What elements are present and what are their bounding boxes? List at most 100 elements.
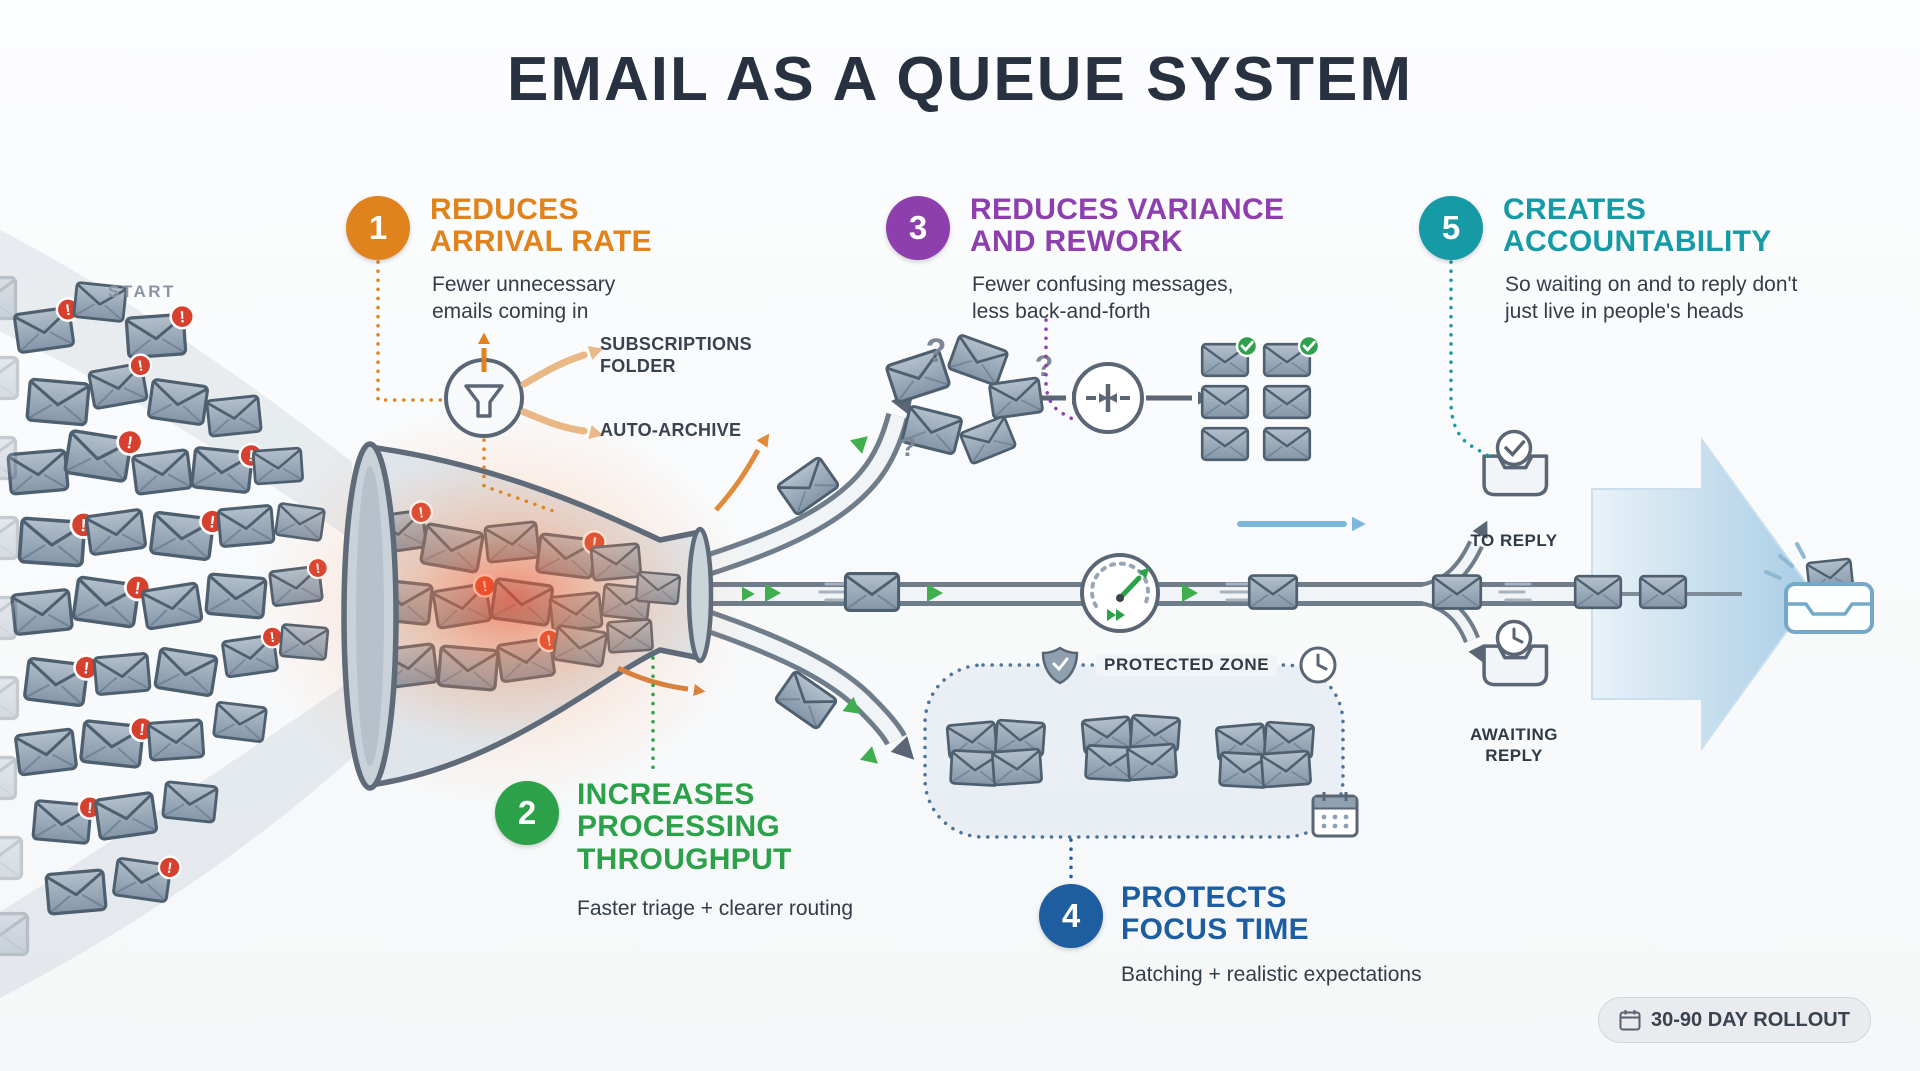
funnel-exit-rim — [686, 526, 714, 664]
envelope-icon — [990, 747, 1044, 787]
envelope-icon: ! — [31, 795, 103, 845]
envelope-icon — [25, 377, 91, 427]
connector-step1 — [376, 260, 444, 402]
svg-text:!: ! — [166, 859, 173, 877]
connector-step5 — [1449, 260, 1494, 460]
filter-icon — [444, 332, 524, 438]
envelope-icon — [44, 868, 108, 916]
merge-icon — [1040, 362, 1211, 434]
arrowhead-icon — [890, 736, 923, 768]
envelope-icon — [130, 448, 194, 496]
envelope-icon — [153, 646, 219, 698]
question-mark: ? — [900, 432, 917, 462]
funnel-mouth-inner — [356, 466, 384, 766]
svg-text:!: ! — [133, 578, 141, 598]
envelope-icon — [1431, 574, 1483, 610]
envelope-icon — [987, 376, 1045, 420]
question-mark: ? — [926, 332, 947, 370]
envelope-icon — [1200, 384, 1250, 420]
svg-text:!: ! — [87, 800, 94, 817]
funnel: !!!! — [250, 405, 775, 805]
envelope-icon — [1247, 574, 1299, 610]
start-label: START — [108, 282, 176, 301]
connector-step3 — [1044, 318, 1080, 424]
envelope-icon — [205, 394, 263, 438]
envelope-icon — [140, 581, 204, 631]
envelope-icon — [1200, 426, 1250, 462]
step-3-subtext: Fewer confusing messages,less back-and-f… — [972, 273, 1234, 323]
envelope-icon — [0, 275, 18, 321]
calendar-icon — [1619, 1010, 1641, 1031]
svg-text:!: ! — [208, 512, 216, 532]
envelope-icon — [1125, 742, 1179, 782]
envelope-icon — [1259, 749, 1313, 789]
envelope-icon: ! — [124, 303, 195, 360]
svg-text:!: ! — [248, 448, 255, 465]
envelope-icon — [146, 718, 206, 762]
envelope-icon — [251, 446, 305, 486]
svg-text:!: ! — [80, 515, 87, 535]
envelope-icon — [13, 727, 79, 777]
svg-text:!: ! — [179, 309, 186, 326]
envelope-icon — [161, 780, 219, 824]
step-4-subtext: Batching + realistic expectations — [1121, 963, 1422, 986]
envelope-icon — [211, 700, 269, 744]
rollout-badge: 30-90 DAY ROLLOUT — [1598, 997, 1871, 1043]
svg-text:!: ! — [138, 720, 145, 739]
auto-archive-label: AUTO-ARCHIVE — [600, 420, 742, 440]
question-marks: ? ? ? — [900, 332, 1053, 462]
svg-text:!: ! — [82, 658, 90, 678]
envelope-icon — [958, 414, 1018, 466]
sparkle-icon — [1764, 542, 1806, 580]
step-2-badge: 2 — [495, 781, 559, 845]
protected-zone — [923, 646, 1359, 839]
envelope-icon: ! — [111, 855, 182, 904]
clock-icon — [1299, 646, 1337, 684]
envelope-icon — [1262, 384, 1312, 420]
protected-zone-label: PROTECTED ZONE — [1096, 654, 1278, 676]
envelope-icon — [84, 507, 148, 557]
envelope-icon — [0, 355, 20, 401]
envelope-icon — [1573, 574, 1623, 610]
shield-check-icon — [1041, 646, 1079, 685]
envelope-icon — [9, 587, 75, 637]
envelope-icon: ! — [71, 573, 152, 629]
rollout-label: 30-90 DAY ROLLOUT — [1651, 1008, 1850, 1031]
envelope-icon: ! — [62, 428, 144, 484]
connector-step1b — [482, 438, 558, 514]
step-3-badge: 3 — [886, 196, 950, 260]
envelope-icon — [0, 755, 18, 801]
envelope-icon — [0, 595, 18, 641]
svg-text:!: ! — [64, 302, 71, 320]
envelope-icon — [93, 790, 159, 842]
step-1-number: 1 — [368, 209, 388, 246]
envelope-icon: ! — [148, 508, 226, 562]
envelope-icon — [0, 911, 30, 957]
step-2-subtext: Faster triage + clearer routing — [577, 897, 854, 920]
speed-arrow-icon — [1237, 516, 1366, 532]
awaiting-reply-tray-icon — [1482, 619, 1549, 687]
step-1-badge: 1 — [346, 196, 410, 260]
envelope-icon: ! — [78, 715, 156, 770]
step-2-number: 2 — [517, 794, 537, 831]
envelope-icon — [843, 572, 901, 612]
envelope-icon — [1638, 574, 1688, 610]
svg-text:!: ! — [137, 358, 145, 376]
envelope-icon — [0, 515, 20, 561]
flow-triangle-icons — [742, 436, 1198, 764]
to-reply-label: TO REPLY — [1470, 531, 1558, 550]
envelope-icon: ! — [22, 654, 100, 708]
step-4-number: 4 — [1061, 897, 1081, 934]
step-5-number: 5 — [1441, 209, 1461, 246]
batched-emails — [945, 713, 1316, 790]
